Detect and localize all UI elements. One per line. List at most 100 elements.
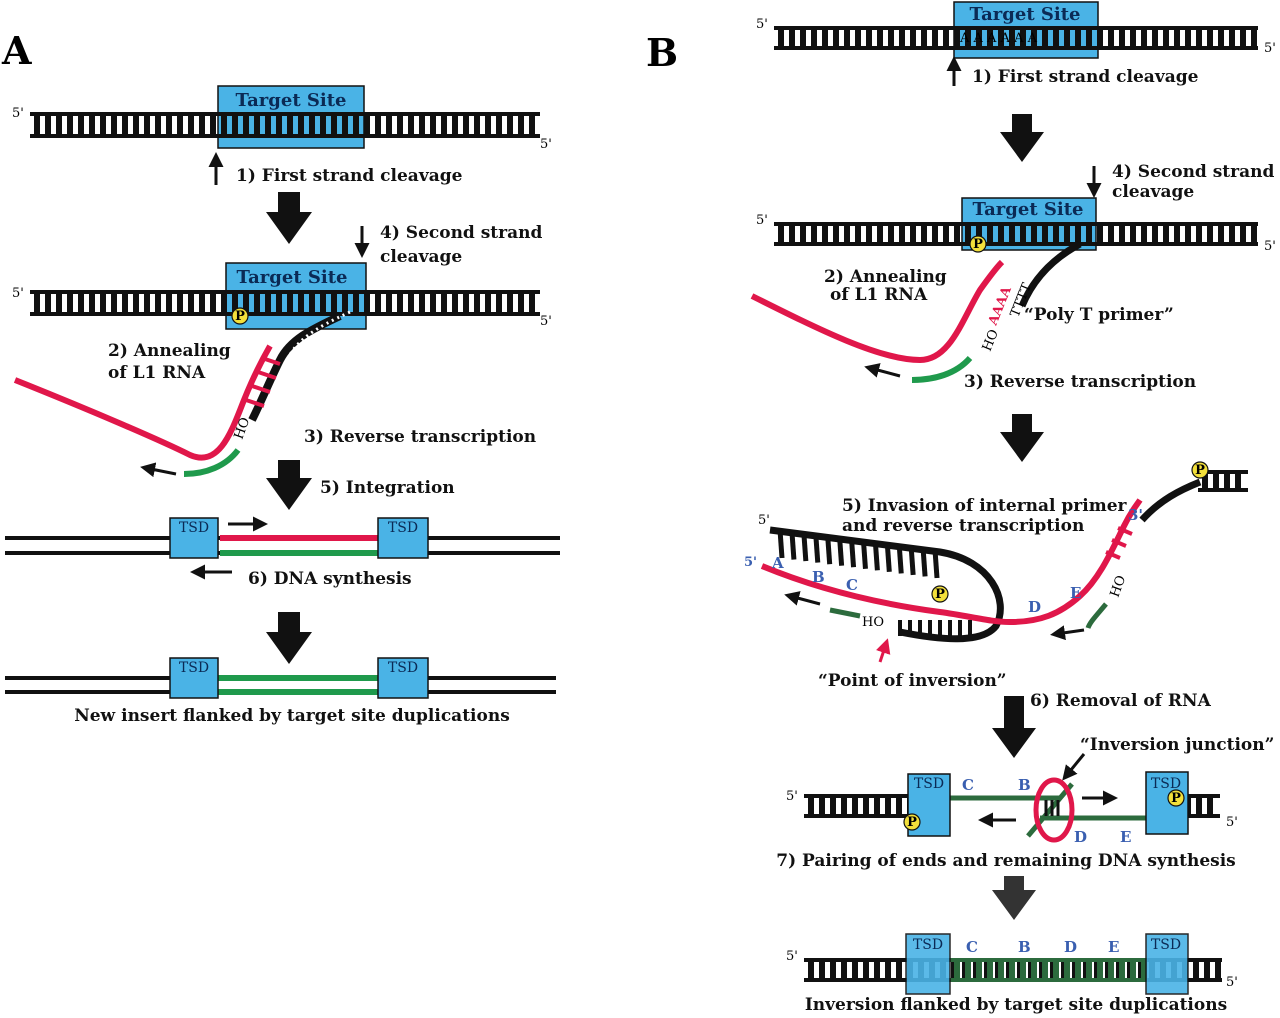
cdna-strand: [183, 448, 241, 477]
ds-dna-ladder: [30, 112, 540, 138]
final-caption: New insert flanked by target site duplic…: [74, 706, 510, 726]
arrow-down-icon: [992, 876, 1036, 920]
five-prime-label: 5': [1264, 239, 1276, 254]
step3-label: 3) Reverse transcription: [964, 372, 1196, 392]
l1-rna-strand: [13, 344, 273, 461]
tsd-box: [907, 773, 951, 837]
tsd-box: [169, 657, 219, 699]
arrow-left-icon: [140, 462, 177, 478]
phosphate-label: P: [1195, 463, 1205, 478]
tsd-box: [169, 517, 219, 559]
phosphate-label: P: [935, 587, 945, 602]
five-prime-label: 5': [12, 106, 24, 121]
arrow-left-icon: [784, 591, 821, 606]
five-prime-label: 5': [786, 949, 798, 964]
phosphate-icon: [231, 307, 249, 325]
step4-label-line2: cleavage: [380, 247, 462, 267]
peeled-dna-strand: [1018, 240, 1082, 308]
peeled-dna-strand: [1139, 478, 1202, 523]
tsd-box: [905, 933, 951, 995]
ds-dna-ladder: [774, 222, 1258, 246]
segment-a-label: A: [771, 554, 784, 572]
step7-label: 7) Pairing of ends and remaining DNA syn…: [776, 851, 1236, 871]
tsd-label: TSD: [1151, 937, 1181, 953]
target-site-label: Target Site: [969, 4, 1080, 25]
phosphate-label: P: [1171, 791, 1181, 806]
segment-e-label: E: [1120, 828, 1131, 846]
ds-dna-ladder: [30, 290, 540, 316]
point-of-inversion-label: “Point of inversion”: [818, 671, 1007, 691]
segment-d-label: D: [1028, 598, 1041, 616]
segment-e-label: E: [1108, 938, 1119, 956]
tsd-label: TSD: [913, 937, 943, 953]
segment-c-label: C: [966, 938, 978, 956]
arrow-down-icon: [266, 612, 312, 664]
rna-dna-pairs: [898, 620, 972, 636]
segment-b-label: B: [1018, 776, 1031, 794]
five-prime-label: 5': [1264, 41, 1276, 56]
phosphate-label: P: [973, 237, 983, 252]
ho-label: HO: [232, 416, 254, 442]
five-prime-label: 5': [1226, 975, 1238, 990]
phosphate-icon: [1191, 461, 1209, 479]
five-prime-label: 5': [1226, 815, 1238, 830]
l1-rna-strand: [760, 498, 1143, 626]
segment-b-label: B: [1018, 938, 1031, 956]
poly-a-sequence: A A A A A A: [959, 31, 1038, 46]
phosphate-icon: [903, 813, 921, 831]
phosphate-label: P: [907, 815, 917, 830]
step2-label-line2: of L1 RNA: [108, 363, 206, 383]
five-prime-label: 5': [756, 17, 768, 32]
ho-label: HO: [980, 327, 1002, 353]
junction-pairs: [1044, 800, 1060, 816]
target-site-label: Target Site: [235, 90, 346, 111]
segment-d-label: D: [1074, 828, 1087, 846]
tsd-box: [1145, 933, 1189, 995]
target-site-label: Target Site: [236, 267, 347, 288]
inversion-circle-icon: [1033, 777, 1075, 843]
hairpin-dna-strand: [769, 526, 1004, 643]
five-prime-label: 5': [12, 286, 24, 301]
panel-b: B 5' 5' Target Site A A A A A A 1) First…: [646, 1, 1276, 1015]
arrow-down-icon: [266, 460, 312, 510]
target-site-label: Target Site: [972, 199, 1083, 220]
arrow-down-icon: [1062, 753, 1086, 781]
step5-label: 5) Invasion of internal primer: [842, 496, 1128, 516]
five-prime-label: 5': [758, 513, 770, 528]
step3-label: 3) Reverse transcription: [304, 427, 536, 447]
arrow-left-icon: [1050, 625, 1085, 641]
rna-base-pairs: [1105, 526, 1133, 560]
step2-label: 2) Annealing: [108, 341, 231, 361]
inversion-junction-label: “Inversion junction”: [1080, 735, 1274, 755]
five-prime-label: 5': [540, 314, 552, 329]
ho-label: HO: [1108, 574, 1130, 600]
arrow-up-icon: [876, 638, 891, 663]
step4-label: 4) Second strand: [1112, 162, 1274, 182]
hairpin-base-pairs: [777, 529, 940, 579]
step4-label: 4) Second strand: [380, 223, 542, 243]
phosphate-icon: [931, 585, 949, 603]
tsd-box: [377, 517, 429, 559]
arrow-down-icon: [1000, 414, 1044, 462]
three-prime-label: 3': [1128, 506, 1143, 524]
tsd-label: TSD: [179, 520, 209, 536]
step6-label: 6) Removal of RNA: [1030, 691, 1212, 711]
cdna-strand: [911, 355, 973, 383]
segment-c-label: C: [962, 776, 974, 794]
peeled-dna-strand: [248, 312, 342, 422]
segment-c-label: C: [846, 576, 858, 594]
tsd-label: TSD: [179, 660, 209, 676]
panel-a: A 5' 5' Target Site 1) First strand clea…: [1, 28, 560, 726]
green-dna-ladder: [950, 958, 1148, 982]
poly-t-primer-label: “Poly T primer”: [1024, 305, 1174, 325]
step1-label: 1) First strand cleavage: [972, 67, 1199, 87]
cdna-strand: [1026, 782, 1074, 838]
phosphate-icon: [1167, 789, 1185, 807]
cdna-strand: [1085, 602, 1108, 629]
step2-label: 2) Annealing: [824, 267, 947, 287]
segment-b-label: B: [812, 568, 825, 586]
step2-label-line2: of L1 RNA: [830, 285, 928, 305]
arrow-down-icon: [992, 696, 1036, 758]
tsd-label: TSD: [914, 776, 944, 792]
